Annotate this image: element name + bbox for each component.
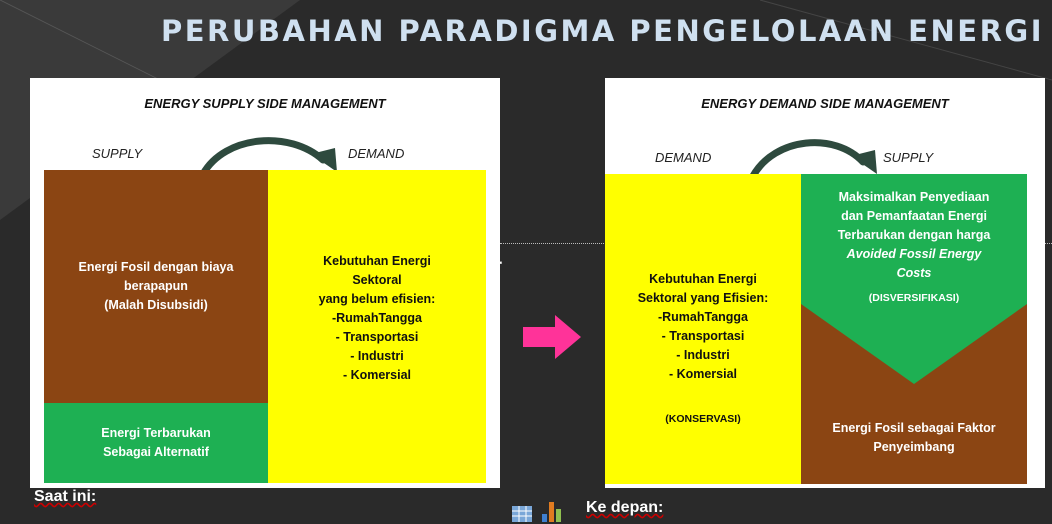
- right-supply-shapes: [801, 174, 1027, 484]
- left-demand-line: - Industri: [350, 349, 404, 363]
- left-demand-line: yang belum efisien:: [318, 292, 436, 306]
- right-from-label: DEMAND: [655, 150, 712, 165]
- right-fossil-text: Energi Fosil sebagai Faktor Penyeimbang: [801, 398, 1027, 478]
- left-diagram-header: ENERGY SUPPLY SIDE MANAGEMENT: [144, 96, 386, 111]
- left-demand-line: - Komersial: [342, 368, 412, 382]
- slide-title: PERUBAHAN PARADIGMA PENGELOLAAN ENERGI: [160, 14, 1044, 48]
- future-label: Ke depan:: [586, 499, 664, 516]
- left-from-label: SUPPLY: [92, 146, 143, 161]
- table-chart-icon: [512, 502, 561, 522]
- left-fossil-box: Energi Fosil dengan biaya berapapun (Mal…: [44, 170, 268, 403]
- right-demand-line: Kebutuhan Energi: [649, 271, 757, 286]
- left-demand-box: Kebutuhan Energi Sektoral yang belum efi…: [268, 170, 486, 483]
- left-fossil-line: (Malah Disubsidi): [104, 298, 208, 312]
- demand-side-diagram: ENERGY DEMAND SIDE MANAGEMENT DEMAND SUP…: [605, 78, 1045, 488]
- right-fossil-line: Penyeimbang: [873, 440, 955, 454]
- right-demand-line: Sektoral yang Efisien:: [637, 290, 769, 305]
- right-to-label: SUPPLY: [883, 150, 934, 165]
- right-fossil-line: Energi Fosil sebagai Faktor: [832, 421, 996, 435]
- right-demand-line: - Transportasi: [661, 328, 745, 343]
- curved-arrow-icon: [749, 139, 877, 180]
- curved-arrow-icon: [199, 137, 337, 178]
- left-demand-line: Kebutuhan Energi: [323, 254, 431, 268]
- left-fossil-line: Energi Fosil dengan biaya: [78, 260, 234, 274]
- right-demand-line: -RumahTangga: [657, 309, 749, 324]
- left-demand-line: - Transportasi: [335, 330, 419, 344]
- right-renewable-line: Avoided Fossil Energy: [846, 247, 982, 261]
- diversification-note: (DISVERSIFIKASI): [868, 292, 960, 304]
- left-fossil-line: berapapun: [124, 279, 188, 293]
- right-renewable-line: Terbarukan dengan harga: [837, 228, 991, 242]
- supply-side-diagram: ENERGY SUPPLY SIDE MANAGEMENT SUPPLY DEM…: [30, 78, 500, 488]
- left-demand-line: -RumahTangga: [331, 311, 423, 325]
- right-arrow-icon: [523, 315, 581, 359]
- right-renewable-line: Costs: [896, 266, 932, 280]
- right-diagram-header: ENERGY DEMAND SIDE MANAGEMENT: [701, 96, 949, 111]
- left-renewable-line: Energi Terbarukan: [101, 426, 211, 440]
- left-renewable-line: Sebagai Alternatif: [103, 445, 209, 459]
- right-demand-line: - Industri: [676, 347, 730, 362]
- left-renewable-box: Energi Terbarukan Sebagai Alternatif: [44, 403, 268, 483]
- right-demand-box: Kebutuhan Energi Sektoral yang Efisien: …: [605, 174, 801, 484]
- current-label: Saat ini:: [34, 488, 97, 505]
- left-demand-line: Sektoral: [352, 273, 402, 287]
- text-cursor-icon: †: [487, 252, 504, 285]
- right-renewable-line: Maksimalkan Penyediaan: [838, 190, 990, 204]
- right-renewable-text: Maksimalkan Penyediaan dan Pemanfaatan E…: [801, 178, 1027, 328]
- right-renewable-line: dan Pemanfaatan Energi: [841, 209, 987, 223]
- right-demand-line: - Komersial: [668, 366, 738, 381]
- conservation-note: (KONSERVASI): [665, 412, 741, 425]
- left-to-label: DEMAND: [348, 146, 405, 161]
